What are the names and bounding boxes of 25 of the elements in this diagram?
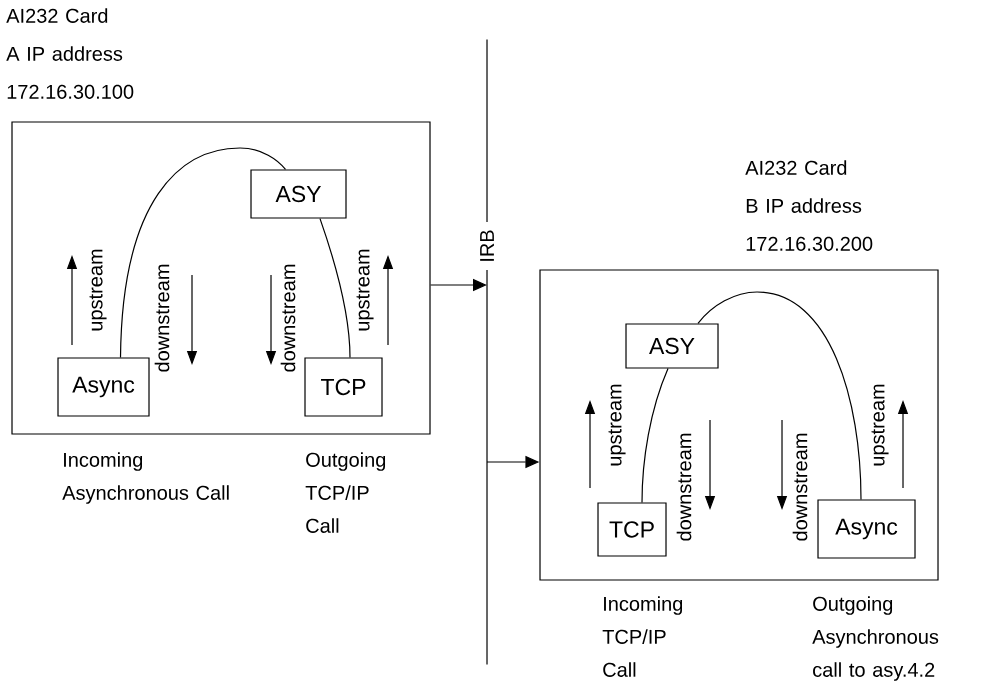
stream-label: upstream	[871, 384, 889, 466]
stream-label: downstream	[154, 264, 170, 372]
stream-label: downstream	[676, 433, 692, 541]
process-box: Async	[57, 357, 150, 417]
stream-label: upstream	[356, 249, 374, 331]
card-heading: AI232 Card B IP address 172.16.30.200	[745, 160, 873, 251]
call-caption: Incoming TCP/IP Call	[602, 596, 683, 677]
card-heading: AI232 Card A IP address 172.16.30.100	[6, 8, 134, 99]
connector	[319, 218, 351, 358]
process-box: TCP	[304, 357, 383, 417]
stream-label: upstream	[608, 384, 626, 466]
stream-label: upstream	[89, 249, 107, 331]
process-box: Async	[817, 499, 916, 559]
call-caption: Incoming Asynchronous Call	[62, 452, 229, 504]
process-box: ASY	[625, 323, 719, 369]
stream-label: downstream	[792, 433, 808, 541]
process-box: TCP	[597, 502, 667, 557]
connector	[119, 147, 287, 358]
call-caption: Outgoing Asynchronous call to asy.4.2	[812, 596, 939, 681]
call-caption: Outgoing TCP/IP Call	[305, 452, 386, 533]
bus-label: IRB	[480, 230, 494, 261]
connector	[641, 368, 669, 503]
connector	[697, 291, 862, 500]
stream-label: downstream	[280, 264, 296, 372]
process-box: ASY	[250, 169, 347, 219]
